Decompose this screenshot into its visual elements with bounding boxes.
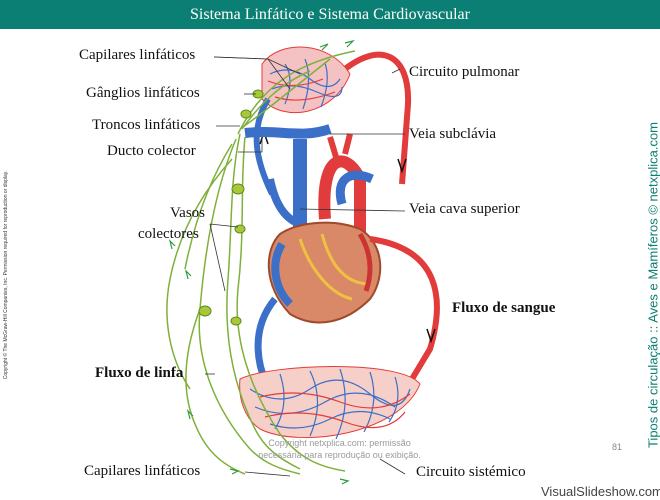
label-fluxo-de-linfa: Fluxo de linfa: [95, 365, 184, 381]
label-ganglios-linfaticos: Gânglios linfáticos: [86, 85, 200, 101]
label-capilares-linfaticos-bottom: Capilares linfáticos: [84, 463, 201, 479]
label-fluxo-de-sangue: Fluxo de sangue: [452, 300, 556, 316]
lymph-node: [198, 305, 212, 317]
lymph-node: [231, 183, 245, 195]
lymph-node: [230, 316, 242, 326]
lymph-flow-arrows: [168, 39, 355, 485]
lymph-nodes: [198, 89, 264, 326]
heart: [267, 221, 382, 324]
watermark-line-1: Copyright netxplica.com: permissão: [268, 438, 411, 448]
flow-arrow-icon: [426, 328, 436, 344]
label-ducto-colector: Ducto colector: [107, 143, 196, 159]
lymphatic-vessels: [166, 50, 356, 475]
copyright-text: Copyright © The McGraw-Hill Companies, I…: [3, 170, 9, 380]
leader-lines: [205, 56, 406, 477]
slide-title-bar: Sistema Linfático e Sistema Cardiovascul…: [0, 0, 660, 29]
label-veia-subclavia: Veia subclávia: [409, 126, 497, 142]
slide-title: Sistema Linfático e Sistema Cardiovascul…: [190, 6, 470, 23]
label-veia-cava-superior: Veia cava superior: [409, 201, 520, 217]
lymph-node: [234, 224, 246, 234]
lymph-node: [240, 109, 252, 119]
label-capilares-linfaticos-top: Capilares linfáticos: [79, 47, 196, 63]
label-circuito-sistemico: Circuito sistémico: [416, 464, 526, 480]
subclavian-vein: [244, 124, 332, 139]
flow-arrow-icon: [397, 158, 407, 174]
slide-body: Capilares linfáticos Gânglios linfáticos…: [0, 29, 660, 500]
label-vasos: Vasos: [170, 205, 206, 221]
brand-logo-text[interactable]: VisualSlideshow.com: [541, 484, 660, 499]
systemic-artery-loop: [369, 236, 440, 401]
side-caption-text: Tipos de circulação :: Aves e Mamíferos …: [645, 121, 660, 449]
watermark: Copyright netxplica.com: permissão neces…: [252, 437, 427, 461]
circulation-diagram: [166, 39, 440, 485]
label-circuito-pulmonar: Circuito pulmonar: [409, 64, 520, 80]
pulmonary-artery-loop: [338, 51, 412, 185]
systemic-capillary-bed: [239, 366, 421, 439]
label-colectores: colectores: [138, 226, 199, 242]
label-troncos-linfaticos: Troncos linfáticos: [92, 117, 201, 133]
watermark-line-2: necessária para reprodução ou exibição.: [258, 450, 421, 460]
page-number: 81: [612, 442, 623, 452]
